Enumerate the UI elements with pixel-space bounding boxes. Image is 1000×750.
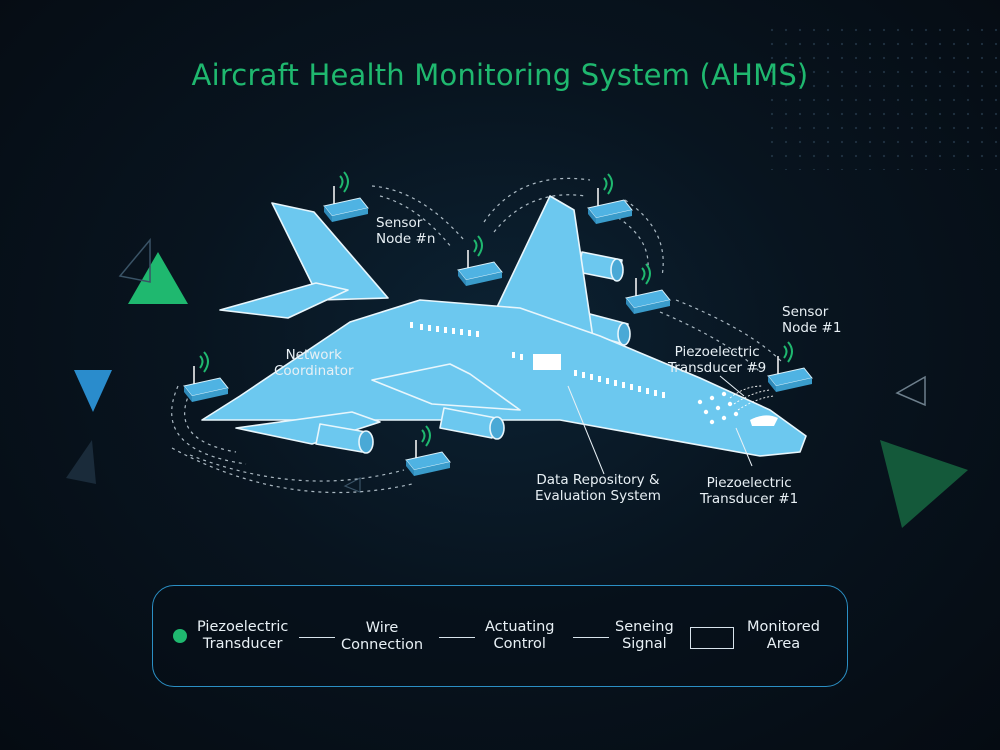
window — [654, 390, 657, 396]
window — [622, 382, 625, 388]
window — [662, 392, 665, 398]
transducer-dot — [727, 401, 733, 407]
transducer-dot — [733, 411, 739, 417]
aircraft — [201, 195, 807, 457]
leader-piezo-1 — [735, 427, 753, 467]
tail-stabilizer-lower — [235, 411, 381, 445]
actuating-control-line-icon — [439, 637, 475, 638]
legend-item-actuating-control: Actuating Control — [485, 619, 555, 652]
transducer-dot — [709, 395, 715, 401]
outline-triangle-left — [118, 237, 151, 283]
transducer-dot — [721, 415, 727, 421]
page-title: Aircraft Health Monitoring System (AHMS) — [191, 58, 809, 92]
window — [410, 322, 413, 328]
window — [476, 331, 479, 337]
transducer-dot — [715, 405, 721, 411]
sensor-node — [457, 235, 503, 286]
transducer-dot — [709, 419, 715, 425]
window-row — [410, 322, 665, 398]
sensor-node — [183, 351, 229, 402]
window — [428, 325, 431, 331]
green-triangle-right — [880, 440, 968, 528]
window — [606, 378, 609, 384]
far-engine-lower-intake — [617, 322, 631, 346]
sensor-node — [625, 263, 671, 314]
green-triangle-left — [128, 252, 188, 304]
wireless-arc — [483, 177, 591, 223]
dark-triangle-left — [66, 440, 96, 484]
window — [582, 372, 585, 378]
window — [598, 376, 601, 382]
sensing-signal-lines — [729, 385, 775, 411]
wireless-arc — [171, 447, 413, 494]
blue-triangle-left — [74, 370, 112, 412]
label-piezo-transducer-1: Piezoelectric Transducer #1 — [700, 475, 799, 507]
wireless-arc — [189, 454, 405, 482]
window — [436, 326, 439, 332]
legend-item-sensing-signal: Seneing Signal — [615, 619, 674, 652]
window — [646, 388, 649, 394]
near-engine-right — [439, 407, 497, 439]
dot-grid-pattern — [770, 20, 1000, 170]
tail-stabilizer-upper — [219, 282, 349, 319]
outline-triangle-right — [895, 375, 926, 407]
label-data-repository: Data Repository & Evaluation System — [535, 472, 661, 504]
near-engine-right-intake — [489, 416, 505, 440]
wireless-arc — [379, 195, 453, 249]
piezo-transducer-dots — [697, 391, 739, 425]
legend: Piezoelectric Transducer Wire Connection… — [152, 585, 848, 687]
data-repository-box — [533, 354, 561, 370]
sensor-node — [405, 425, 451, 476]
label-sensor-node-n: Sensor Node #n — [376, 215, 436, 247]
label-piezo-transducer-9: Piezoelectric Transducer #9 — [668, 344, 767, 376]
window — [614, 380, 617, 386]
window — [452, 328, 455, 334]
leader-piezo-9 — [719, 375, 745, 397]
wireless-arc — [184, 391, 237, 453]
sensor-node — [323, 171, 369, 222]
wireless-arcs — [171, 177, 783, 494]
transducer-dot — [721, 391, 727, 397]
window — [630, 384, 633, 390]
legend-item-monitored-area: Monitored Area — [747, 619, 820, 652]
transducer-dot — [703, 409, 709, 415]
window — [574, 370, 577, 376]
window — [468, 330, 471, 336]
window — [512, 352, 515, 358]
leader-data-repo — [567, 385, 605, 475]
far-engine-upper-intake — [610, 258, 624, 282]
window — [460, 329, 463, 335]
wireless-arc — [659, 311, 761, 373]
window — [420, 324, 423, 330]
sensor-node — [587, 173, 633, 224]
wire-connection-line-icon — [299, 637, 335, 638]
cockpit-window — [750, 415, 778, 426]
sensing-signal-line-icon — [573, 637, 609, 638]
near-engine-left-intake — [358, 430, 374, 454]
tail-fin — [271, 202, 389, 301]
legend-item-piezo-transducer: Piezoelectric Transducer — [197, 619, 289, 652]
window — [444, 327, 447, 333]
window — [590, 374, 593, 380]
transducer-dot — [697, 399, 703, 405]
leader-lines — [567, 375, 753, 475]
monitored-area-box-icon — [690, 627, 734, 649]
wireless-arc — [371, 185, 465, 241]
window — [520, 354, 523, 360]
near-wing — [371, 363, 521, 411]
wireless-arc — [171, 385, 247, 465]
sensor-node — [767, 341, 813, 392]
wireless-arc — [675, 299, 783, 363]
label-sensor-node-1: Sensor Node #1 — [782, 304, 842, 336]
piezo-transducer-dot-icon — [173, 629, 187, 643]
window — [638, 386, 641, 392]
outline-triangle-small — [343, 477, 361, 493]
legend-item-wire-connection: Wire Connection — [341, 620, 424, 653]
wireless-arc — [493, 194, 586, 233]
label-network-coordinator: Network Coordinator — [274, 347, 354, 379]
